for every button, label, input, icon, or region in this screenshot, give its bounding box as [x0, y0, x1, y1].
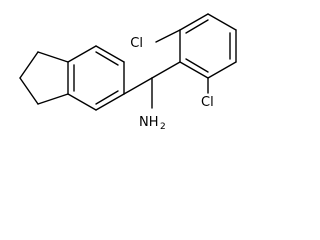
bond-ch-aryl	[151, 61, 181, 79]
bond	[37, 93, 69, 105]
bond	[207, 13, 237, 31]
bond	[179, 13, 209, 31]
amine-label: NH	[139, 115, 159, 130]
bond	[67, 45, 97, 63]
double-bond-inner	[185, 58, 209, 73]
bond-indane-ch	[123, 77, 153, 95]
bond	[19, 51, 39, 79]
bond	[179, 61, 209, 79]
bond	[67, 93, 97, 111]
chlorine-label-top: Cl	[130, 36, 143, 51]
amine-subscript: 2	[160, 122, 166, 132]
cyclopentane-ring	[19, 51, 69, 105]
indane-benzene-ring	[67, 45, 125, 111]
double-bond-inner	[95, 51, 119, 66]
dichlorophenyl-ring	[179, 13, 237, 79]
bond	[207, 61, 237, 79]
bond	[95, 93, 125, 111]
double-bond-inner	[185, 19, 209, 34]
bond-c-cl-top	[155, 29, 181, 43]
bond	[37, 51, 69, 63]
molecule-structure: Cl Cl NH 2	[19, 13, 237, 132]
double-bond-inner	[95, 90, 119, 105]
bond	[19, 77, 39, 105]
molecule-canvas: Cl Cl NH 2	[19, 13, 237, 132]
chlorine-label-right: Cl	[201, 95, 214, 110]
bond	[95, 45, 125, 63]
